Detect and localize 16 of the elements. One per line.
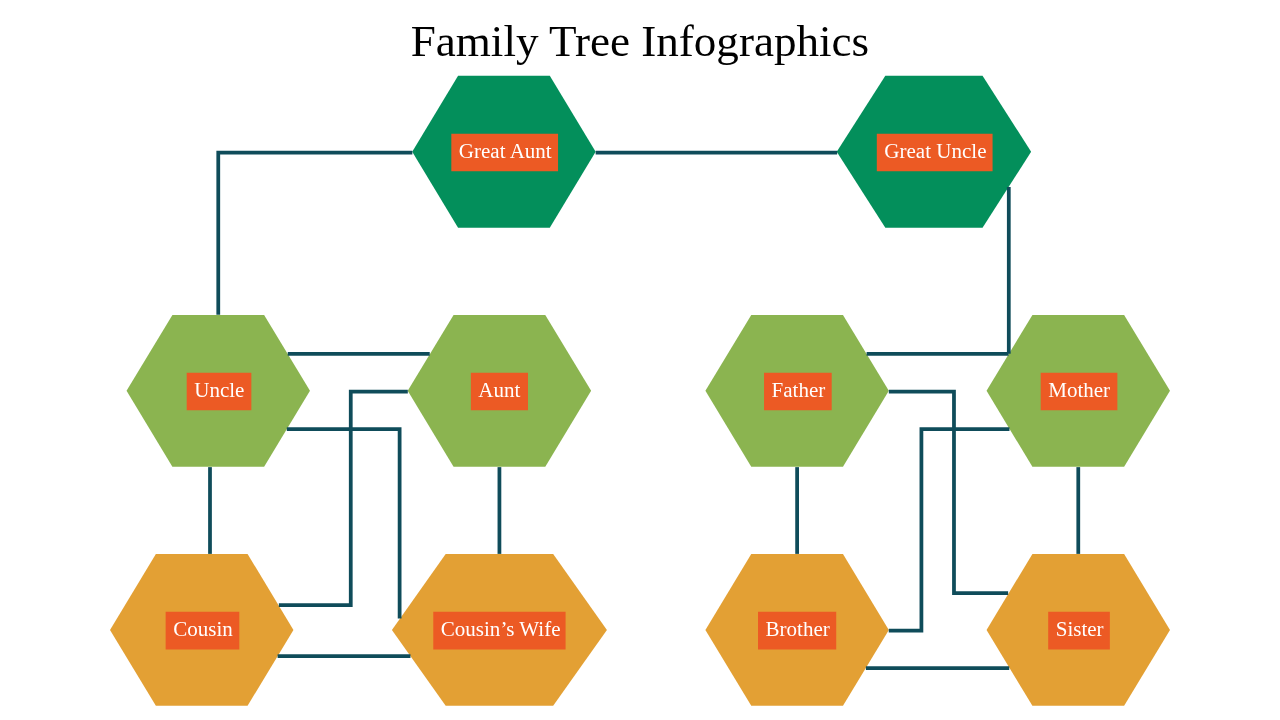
connector — [277, 654, 411, 659]
connector — [866, 352, 1009, 356]
connector — [278, 389, 408, 607]
connector — [208, 467, 212, 554]
connector — [795, 467, 799, 554]
connector — [497, 467, 502, 554]
connector — [888, 427, 1010, 633]
connector — [287, 352, 430, 356]
connector — [1006, 187, 1011, 354]
connector — [216, 150, 413, 315]
connector — [865, 666, 1010, 671]
connector — [595, 150, 838, 155]
connector — [888, 389, 1009, 595]
connector — [1076, 467, 1081, 554]
diagram-title: Family Tree Infographics — [410, 16, 870, 67]
connector — [286, 427, 402, 619]
